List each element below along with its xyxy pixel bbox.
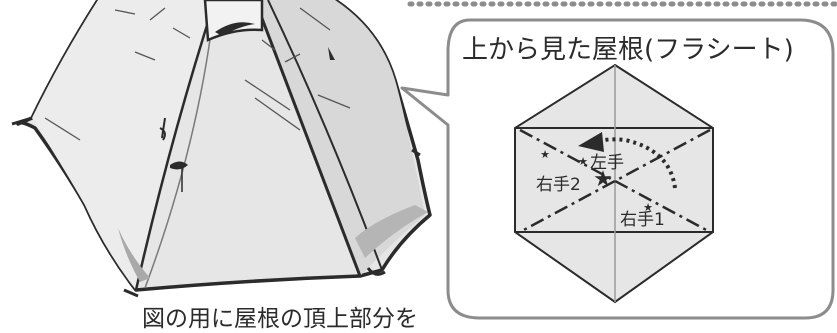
label-right-hand-1: 右手1 — [620, 210, 665, 230]
left-hand-star-icon: ★ — [578, 155, 588, 168]
right-hand-2-star-icon: ★ — [540, 148, 550, 161]
tent-wrinkles — [44, 7, 351, 141]
roof-diagram: ★ ★ ★ ★ 左手 右手2 右手1 — [514, 63, 714, 304]
stake-loop-left — [11, 116, 33, 126]
bubble-title: 上から見た屋根(フラシート) — [462, 35, 794, 65]
tent-door-seam — [253, 0, 362, 277]
tent-illustration — [11, 0, 432, 298]
illustration-svg: 上から見た屋根(フラシート) ★ ★ ★ ★ 左手 右手2 右手1 — [11, 0, 837, 320]
tent-right-panel — [255, 0, 425, 276]
tent-seam-left — [134, 0, 217, 291]
stake-loop-bottom — [123, 288, 139, 298]
zipper-slider-icon — [170, 161, 188, 170]
caption-text: 図の用に屋根の頂上部分を — [142, 306, 418, 332]
label-right-hand-2: 右手2 — [536, 175, 581, 195]
stake-loop-right — [411, 148, 421, 157]
tent-toggle-icon — [328, 47, 335, 60]
tent-fold-right — [355, 205, 428, 258]
diagonal-line-1 — [519, 128, 711, 234]
vent-shadow — [215, 22, 255, 36]
right-hand-1-star-icon: ★ — [643, 201, 653, 214]
diagonal-line-2 — [519, 128, 711, 234]
center-star-icon: ★ — [593, 167, 613, 192]
rotation-arrow-head-icon — [578, 132, 604, 152]
tent-left-panel — [32, 0, 215, 290]
tent-fold-left — [118, 228, 150, 282]
stake-loop-bottom-right — [366, 267, 386, 276]
label-left-hand: 左手 — [590, 153, 624, 173]
zipper-pull-icon — [159, 117, 166, 141]
illustration-stage: 上から見た屋根(フラシート) ★ ★ ★ ★ 左手 右手2 右手1 図の用に屋根… — [11, 0, 837, 332]
